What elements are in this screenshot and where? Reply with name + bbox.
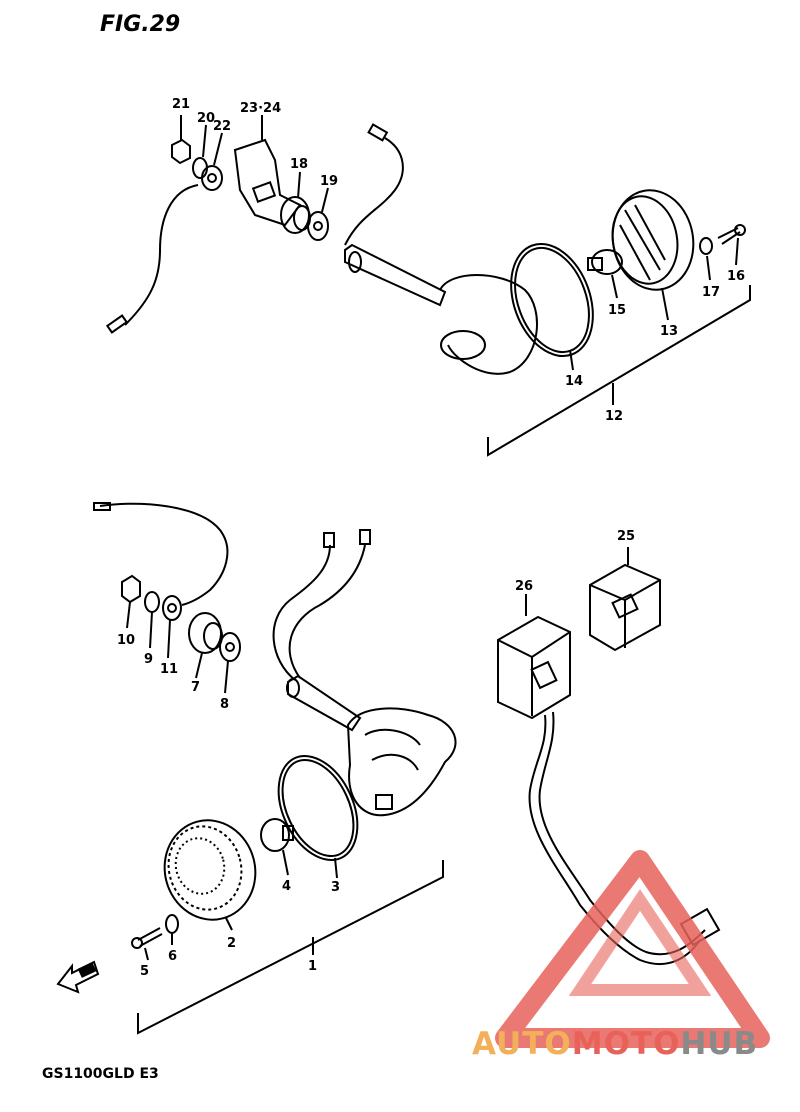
callout-4: 4 — [282, 879, 291, 894]
part-14-gasket — [510, 242, 594, 358]
callout-26: 26 — [515, 579, 533, 594]
part-21-nut — [171, 138, 191, 165]
callout-19: 19 — [320, 174, 338, 189]
callout-22: 22 — [213, 119, 231, 134]
callout-18: 18 — [290, 157, 308, 172]
lower-wire-connector-b — [359, 529, 371, 545]
upper-stem — [344, 243, 447, 307]
part-26-harness-b — [538, 711, 706, 956]
part-4-bulb — [260, 818, 290, 852]
callout-16: 16 — [727, 269, 745, 284]
lower-housing-terminal — [375, 794, 393, 810]
callout-1: 1 — [308, 959, 317, 974]
callout-10: 10 — [117, 633, 135, 648]
callout-17: 17 — [702, 285, 720, 300]
callout-12: 12 — [605, 409, 623, 424]
callout-14: 14 — [565, 374, 583, 389]
upper-wire-connector-right — [367, 123, 389, 142]
part-23-24-bracket — [233, 138, 302, 227]
automotohub-logo — [495, 850, 770, 1048]
callout-3: 3 — [331, 880, 340, 895]
part-11-washer — [162, 595, 182, 621]
upper-wire-connector-left — [105, 314, 129, 334]
lower-housing — [346, 707, 457, 817]
part-25-relay — [589, 563, 661, 652]
part-17-washer — [699, 237, 713, 255]
callout-13: 13 — [660, 324, 678, 339]
lower-wire-connector-a — [323, 532, 335, 548]
part-10-nut — [121, 574, 141, 604]
callout-7: 7 — [191, 680, 200, 695]
callout-15: 15 — [608, 303, 626, 318]
lower-wire-connector-left — [93, 502, 111, 511]
watermark-text: AUTOMOTOHUB — [472, 1026, 758, 1062]
callout-23-24: 23·24 — [240, 101, 281, 116]
part-19-washer — [307, 211, 329, 241]
callout-8: 8 — [220, 697, 229, 712]
lower-wire-left — [99, 502, 229, 606]
watermark-auto: AUTO — [472, 1026, 572, 1062]
callout-9: 9 — [144, 652, 153, 667]
callout-11: 11 — [160, 662, 178, 677]
upper-housing-boss — [440, 330, 486, 360]
part-20-washer — [192, 157, 208, 179]
part-15-bulb — [591, 249, 623, 275]
model-label: GS1100GLD E3 — [42, 1066, 159, 1082]
part-22-washer — [201, 165, 223, 191]
lower-turn-signal-assembly — [93, 502, 721, 1035]
part-5-screw — [137, 927, 163, 947]
front-direction-arrow-icon — [56, 960, 100, 994]
part-8-washer — [219, 632, 241, 662]
lower-wire-a — [272, 544, 331, 681]
watermark-hub: HUB — [680, 1026, 758, 1062]
callout-21: 21 — [172, 97, 190, 112]
part-2-lens — [163, 819, 257, 921]
callout-5: 5 — [140, 964, 149, 979]
callout-20: 20 — [197, 111, 215, 126]
upper-housing — [439, 274, 538, 375]
part-6-washer — [165, 914, 179, 934]
upper-wire-right — [344, 137, 404, 246]
upper-wire-left — [124, 184, 199, 326]
watermark-moto: MOTO — [572, 1026, 681, 1062]
part-26-harness-a — [528, 714, 701, 966]
part-3-gasket — [277, 755, 359, 861]
upper-turn-signal-assembly — [105, 115, 751, 457]
part-9-washer — [144, 591, 160, 613]
callout-25: 25 — [617, 529, 635, 544]
lower-wire-b — [288, 544, 366, 679]
part-26-flasher-unit — [497, 615, 571, 720]
figure-title: FIG.29 — [100, 12, 180, 37]
callout-6: 6 — [168, 949, 177, 964]
callout-2: 2 — [227, 936, 236, 951]
part-16-screw — [717, 227, 741, 245]
